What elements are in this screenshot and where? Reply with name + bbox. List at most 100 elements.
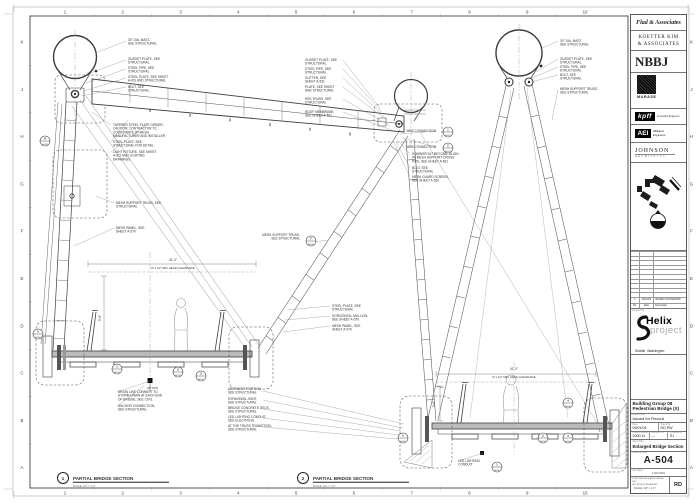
- detail-bubble-number: 7: [310, 237, 312, 241]
- scale-note: SCALE: 1/4" = 1'-0": [634, 486, 656, 490]
- section-marker-number: 1: [62, 476, 65, 482]
- detail-bubble-number: 3: [567, 434, 569, 438]
- grid-row-label: D: [690, 323, 693, 328]
- revision-cell: [631, 275, 640, 279]
- section-marker-number: 2: [302, 476, 305, 482]
- firm-johnson-name: JOHNSON: [635, 147, 670, 154]
- drawing-frame: [29, 15, 629, 489]
- sheet-title: Enlarged Bridge Section: [632, 443, 684, 449]
- north-arrow: [650, 210, 666, 229]
- annotation-text: HORIZONTAL MULLION,SEE SHEET A-570: [332, 314, 368, 322]
- detail-bubble-number: 6: [44, 137, 46, 141]
- detail-bubble-number: 2: [177, 368, 179, 372]
- key-plan-map: [637, 175, 682, 229]
- project-number-cell: Project Number 2000-11: [631, 431, 650, 440]
- firm-aei-sub1: Affiliated: [652, 129, 664, 134]
- detail-bubble-sheet: A-520: [308, 243, 314, 246]
- grid-row-label: H: [690, 134, 693, 139]
- sheet-number-cell: Sheet Number A-504: [631, 452, 686, 470]
- stamp-box: RD: [669, 476, 686, 493]
- murase-logo: [637, 75, 656, 94]
- mast-3: [495, 24, 543, 100]
- revision-cell: 09/01/04: [640, 298, 655, 303]
- stay-cable: [419, 131, 605, 435]
- grid-row-label: D: [20, 323, 23, 328]
- date-label: Date: [632, 423, 638, 426]
- revision-cell: [631, 270, 640, 275]
- annotation-text: LED LIGHTING CONDUIT,SEE ELECTRICAL: [228, 415, 266, 423]
- revision-row: [631, 255, 686, 261]
- revision-cell: [640, 275, 655, 279]
- kpff-logo: kpff: [635, 112, 655, 121]
- date-cell: Date 09/01/04: [631, 423, 659, 431]
- sheet-trim-border: [12, 6, 690, 497]
- helix-logo: Helix project + +: [631, 312, 686, 344]
- detail-bubble-sheet: A-520: [42, 143, 48, 146]
- grid-col-label: 7: [410, 491, 413, 496]
- revision-cell: Date: [640, 303, 655, 308]
- project-name: Building Group 08 Pedestrian Bridge (X): [631, 400, 686, 414]
- annotation-text: 8'-1 1/2" MIN. HEAD CLEARANCE: [151, 266, 194, 270]
- revision-row: [631, 251, 686, 256]
- drawn-label: Drawn By: [660, 423, 671, 426]
- annotation-text: TAPERED STEEL PLATE GIRDER,CAUTION: CONT…: [113, 123, 166, 138]
- detail-bubble-number: 1: [447, 128, 449, 132]
- grid-col-label: 9: [526, 10, 529, 15]
- annotation-text: 30" DIA. MAST,SEE STRUCTURAL: [128, 38, 157, 46]
- section-title: PARTIAL BRIDGE SECTION: [73, 476, 134, 481]
- grid-row-label: B: [21, 418, 24, 423]
- annotation-text: EXPANSION JOINT,SEE STRUCTURAL: [228, 397, 257, 405]
- detail-bubble-number: 1: [116, 365, 118, 369]
- detail-bubble-sheet: A-520: [400, 440, 406, 443]
- grid-row-label: K: [21, 40, 24, 45]
- revision-cell: [640, 288, 655, 293]
- section-scale: SCALE: 1/4" = 1'-0": [313, 484, 336, 488]
- issue-row: Issue Name Issued for Record: [631, 414, 686, 424]
- revision-cell: [640, 256, 655, 261]
- abutment-hatch: [403, 403, 627, 469]
- detail-bubble-number: 5: [37, 330, 39, 334]
- annotation-text: WEB CONNECTION: [406, 145, 436, 149]
- sheet-number-label: Sheet Number: [632, 452, 648, 455]
- project-name-line1: Building Group 08: [632, 401, 673, 406]
- person-figure-2: [502, 374, 520, 424]
- grid-col-label: 1: [64, 10, 67, 15]
- project-logo-cell: Project Title Helix project + + Seattle,…: [631, 309, 686, 355]
- grid-row-label: C: [20, 371, 23, 376]
- grid-col-label: 8: [468, 491, 471, 496]
- revision-cell: [631, 288, 640, 293]
- checked-label: Checked By: [669, 432, 683, 435]
- grid-row-label: A: [21, 465, 24, 470]
- revision-cell: [640, 265, 655, 270]
- revision-cell: [631, 252, 640, 256]
- sheet-title-cell: Sheet Title Enlarged Bridge Section: [631, 440, 686, 452]
- annotation-text: 8'-1 1/2" MIN. HEAD CLEARANCE: [492, 375, 535, 379]
- detail-bubble-sheet: A-520: [35, 336, 41, 339]
- detail-bubble-number: 1: [496, 463, 498, 467]
- annotation-text: 3'-6": [432, 401, 436, 407]
- firm-flad-name: Flad & Associates: [636, 19, 681, 26]
- project-name-line2: Pedestrian Bridge (X): [632, 406, 680, 412]
- grid-row-label: B: [690, 418, 693, 423]
- copyright-row: KOETTER KIM & ASSOCIATES INC. ALL RIGHTS…: [631, 476, 686, 493]
- firm-johnson-sub: ARCHITECTS: [635, 153, 675, 158]
- copyright-line2: ALL RIGHTS RESERVED: [632, 483, 658, 486]
- project-number-value: 2000-11: [632, 434, 646, 439]
- stamp-area: [631, 355, 686, 400]
- revision-row: [631, 260, 686, 265]
- annotation-text: BRIDGE CONCRETE DECK,SEE STRUCTURAL: [228, 406, 270, 414]
- grid-col-label: 2: [122, 10, 125, 15]
- grid-row-label: E: [690, 276, 693, 281]
- detail-bubble-number: 5: [402, 434, 404, 438]
